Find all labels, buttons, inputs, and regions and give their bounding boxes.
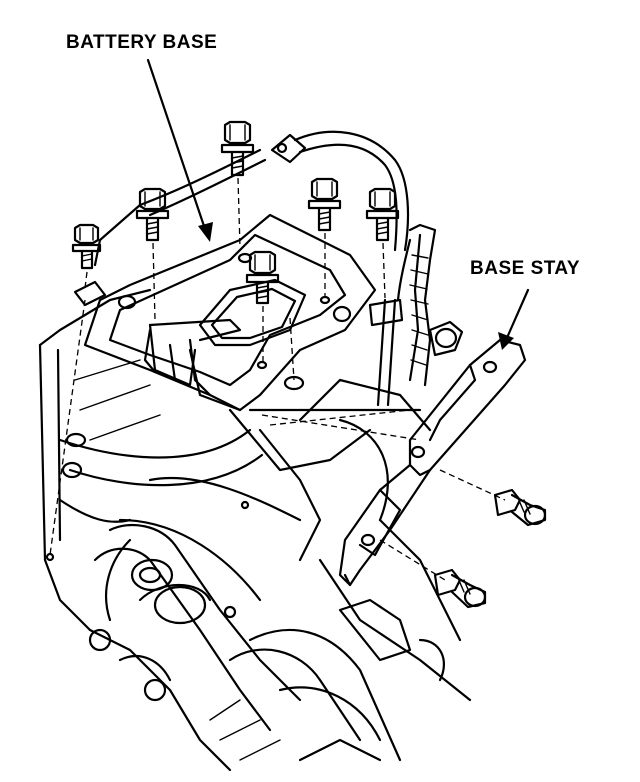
- frame-bolt-hole: [45, 552, 55, 562]
- base-stay-bracket: [338, 338, 527, 587]
- alignment-dashed-lines: [49, 299, 506, 581]
- battery-clamp: [143, 318, 242, 397]
- battery-cable: [93, 130, 464, 407]
- bolt-top-center: [220, 120, 255, 249]
- bolt-far-left: [71, 223, 102, 289]
- bolt-upper-left: [135, 187, 170, 321]
- bolt-upper-right-a: [307, 177, 342, 298]
- bolt-stay-lower: [433, 568, 487, 609]
- battery-base-tray: [73, 213, 377, 412]
- steering-gear-assembly: [88, 523, 445, 772]
- bolt-upper-right-b: [365, 187, 400, 299]
- battery-base-leader-arrow: [146, 58, 213, 242]
- base-stay-label: BASE STAY: [470, 258, 581, 279]
- bolt-center: [245, 250, 280, 362]
- engine-frame: [38, 288, 472, 702]
- bolt-stay-upper: [493, 488, 547, 527]
- battery-base-label: BATTERY BASE: [66, 32, 218, 53]
